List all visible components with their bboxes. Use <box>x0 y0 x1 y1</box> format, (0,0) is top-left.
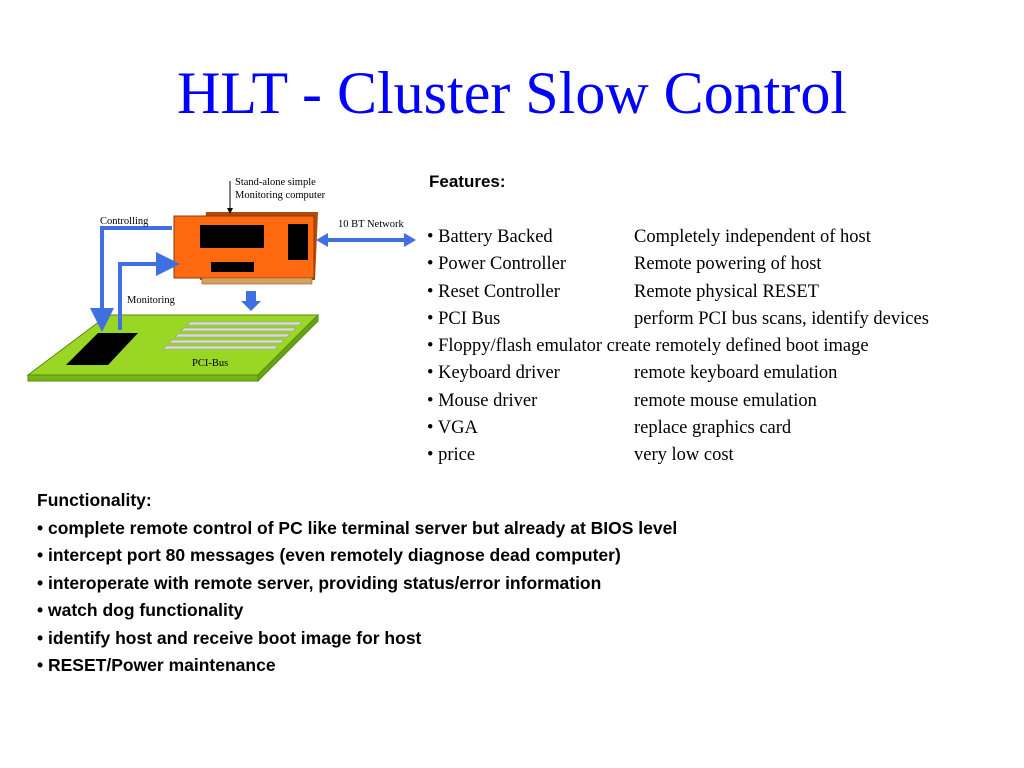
board-chip <box>66 333 138 365</box>
feature-name: • price <box>427 445 476 466</box>
standalone-label-line2: Monitoring computer <box>235 190 326 201</box>
feature-row: • VGA replace graphics card <box>427 417 1017 444</box>
feature-description: Completely independent of host <box>634 227 871 247</box>
feature-row: • price very low cost <box>427 444 1017 471</box>
pci-bus-label: PCI-Bus <box>192 358 228 369</box>
feature-row: • Keyboard driver remote keyboard emulat… <box>427 362 1017 389</box>
insert-arrow-icon <box>241 291 261 311</box>
standalone-pointer-arrowhead <box>227 208 233 214</box>
slide-title: HLT - Cluster Slow Control <box>176 60 848 126</box>
functionality-item: • complete remote control of PC like ter… <box>37 517 678 538</box>
functionality-item: • identify host and receive boot image f… <box>37 627 422 648</box>
features-list: • Battery Backed Completely independent … <box>427 226 1017 472</box>
controller-card <box>173 212 318 285</box>
feature-name: • VGA <box>427 418 478 439</box>
feature-description: Remote physical RESET <box>634 281 819 302</box>
feature-name: • Power Controller <box>427 254 567 275</box>
functionality-item: • intercept port 80 messages (even remot… <box>37 545 621 565</box>
feature-name: • PCI Bus <box>427 308 501 329</box>
feature-row: • Power Controller Remote powering of ho… <box>427 253 1017 280</box>
feature-row: • Battery Backed Completely independent … <box>427 226 1017 253</box>
controlling-label: Controlling <box>100 216 149 227</box>
functionality-heading: Functionality: <box>37 490 152 510</box>
feature-description: very low cost <box>634 445 734 466</box>
feature-row: • Mouse driver remote mouse emulation <box>427 390 1017 417</box>
card-chip-large <box>200 225 264 248</box>
standalone-label-line1: Stand-alone simple <box>235 177 316 188</box>
feature-name: • Mouse driver <box>427 390 538 411</box>
card-chip-small <box>211 262 254 272</box>
controlling-arrow-icon <box>90 226 172 332</box>
functionality-section: Functionality: • complete remote control… <box>37 487 677 680</box>
feature-row: • Floppy/flash emulator create remotely … <box>427 335 1017 362</box>
feature-description: remote mouse emulation <box>634 390 817 411</box>
functionality-item: • RESET/Power maintenance <box>37 655 276 675</box>
pci-board <box>26 313 320 383</box>
feature-name: • Keyboard driver <box>427 363 560 384</box>
feature-row: • PCI Bus perform PCI bus scans, identif… <box>427 308 1017 335</box>
monitoring-arrow-icon <box>118 252 180 330</box>
functionality-item: • watch dog functionality <box>37 600 244 620</box>
network-arrow-left-head <box>316 233 328 247</box>
feature-name: • Floppy/flash emulator create remotely … <box>427 336 869 357</box>
pci-board-front <box>27 374 259 382</box>
feature-row: • Reset Controller Remote physical RESET <box>427 281 1017 308</box>
pci-board-side <box>257 313 319 383</box>
card-chip-side <box>288 224 308 260</box>
pci-slots <box>162 321 303 350</box>
monitoring-label: Monitoring <box>127 295 176 306</box>
feature-description: Remote powering of host <box>634 254 822 275</box>
functionality-item: • interoperate with remote server, provi… <box>37 572 602 593</box>
card-edge-connector <box>201 277 313 285</box>
feature-name: • Battery Backed <box>427 227 553 247</box>
feature-name: • Reset Controller <box>427 281 560 302</box>
network-arrow-right-head <box>404 233 416 247</box>
slow-control-diagram: Stand-alone simple Monitoring computer 1… <box>26 177 416 383</box>
features-heading: Features: <box>429 172 506 191</box>
feature-description: perform PCI bus scans, identify devices <box>634 308 929 329</box>
network-label: 10 BT Network <box>338 219 404 230</box>
feature-description: replace graphics card <box>634 418 792 439</box>
feature-description: remote keyboard emulation <box>634 363 838 384</box>
